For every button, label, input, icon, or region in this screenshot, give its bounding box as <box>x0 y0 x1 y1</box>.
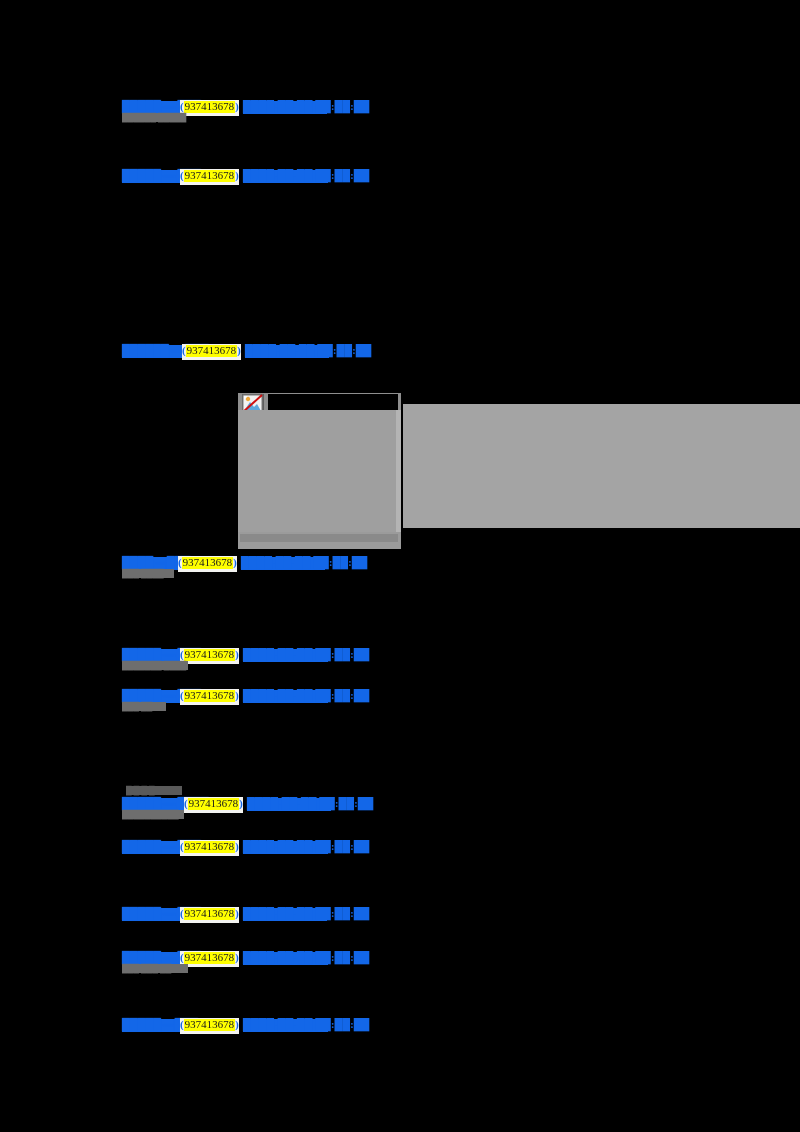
result-id-highlighted: 937413678 <box>183 649 236 661</box>
paren-close: ) <box>235 649 239 661</box>
result-id-field[interactable]: (937413678) <box>180 648 239 664</box>
paren-close: ) <box>235 690 239 702</box>
result-row[interactable]: █████ — ███(937413678)████-██-██ ██:██:█… <box>122 689 370 711</box>
paren-close: ) <box>235 101 239 113</box>
paren-open: ( <box>180 649 184 661</box>
result-timestamp: ████-██-██ ██:██:██ <box>246 798 374 811</box>
result-timestamp: ████-██-██ ██:██:██ <box>242 690 370 703</box>
result-row[interactable]: █████ — ███(937413678)████-██-██ ██:██:█… <box>122 907 370 923</box>
result-row[interactable]: █ █ █ ██████ — ████(937413678)████-██-██… <box>122 786 374 819</box>
result-id-field[interactable]: (937413678) <box>178 556 237 572</box>
result-id-field[interactable]: (937413678) <box>180 951 239 967</box>
paren-open: ( <box>180 1019 184 1031</box>
paren-open: ( <box>180 690 184 702</box>
result-id-field[interactable]: (937413678) <box>180 689 239 705</box>
result-title-link[interactable]: █████ —███ <box>122 1019 199 1032</box>
result-id-highlighted: 937413678 <box>187 798 240 810</box>
result-row[interactable]: ████ —███(937413678)████-██-██ ██:██:██ █… <box>122 556 368 578</box>
result-id-highlighted: 937413678 <box>183 908 236 920</box>
preview-body <box>238 410 401 532</box>
result-id-highlighted: 937413678 <box>183 170 236 182</box>
result-subtitle: ███ ████ <box>122 569 174 578</box>
result-id-highlighted: 937413678 <box>185 345 238 357</box>
result-row[interactable]: █████ — ███(937413678)████-██-██ ██:██:█… <box>122 648 370 670</box>
paren-open: ( <box>182 345 186 357</box>
result-subtitle: ███ ███ ██ <box>122 964 188 973</box>
result-timestamp: ████-██-██ ██:██:██ <box>242 170 370 183</box>
result-id-field[interactable]: (937413678) <box>180 100 239 116</box>
broken-image-icon <box>242 394 264 414</box>
paren-open: ( <box>180 170 184 182</box>
result-timestamp: ████-██-██ ██:██:██ <box>242 1019 370 1032</box>
result-timestamp: ████-██-██ ██:██:██ <box>242 908 370 921</box>
result-id-field[interactable]: (937413678) <box>184 797 243 813</box>
result-subtitle: ██████ █████ <box>122 113 187 122</box>
paren-close: ) <box>235 170 239 182</box>
result-id-highlighted: 937413678 <box>183 690 236 702</box>
paren-close: ) <box>235 1019 239 1031</box>
result-id-highlighted: 937413678 <box>181 557 234 569</box>
paren-close: ) <box>233 557 237 569</box>
paren-close: ) <box>235 908 239 920</box>
result-row[interactable]: █████ — ███(937413678)████-██-██ ██:██:█… <box>122 169 370 185</box>
preview-header <box>238 393 401 414</box>
result-title-link[interactable]: ████ —███ <box>122 557 191 570</box>
result-subtitle: ██████████ <box>122 810 184 819</box>
result-row[interactable]: █████ — ███(937413678)████-██-██ ██:██:█… <box>122 840 370 856</box>
row-marker: █ █ █ █ <box>126 786 182 795</box>
result-id-field[interactable]: (937413678) <box>180 907 239 923</box>
result-id-field[interactable]: (937413678) <box>182 344 241 360</box>
result-id-field[interactable]: (937413678) <box>180 1018 239 1034</box>
preview-horizontal-scrollbar[interactable] <box>240 534 398 542</box>
paren-open: ( <box>180 952 184 964</box>
content-gray-panel <box>403 404 800 528</box>
result-id-field[interactable]: (937413678) <box>180 169 239 185</box>
result-row[interactable]: █████ —███(937413678)████-██-██ ██:██:██ <box>122 1018 370 1034</box>
result-title-link[interactable]: ██████ — ███ <box>122 345 209 358</box>
result-title-link[interactable]: █████ — ███ <box>122 841 201 854</box>
result-subtitle: ███████ ████ <box>122 661 188 670</box>
result-id-highlighted: 937413678 <box>183 101 236 113</box>
paren-open: ( <box>180 841 184 853</box>
result-timestamp: ████-██-██ ██:██:██ <box>242 952 370 965</box>
preview-title-bar <box>268 394 398 410</box>
paren-close: ) <box>237 345 241 357</box>
preview-vertical-scrollbar[interactable] <box>396 410 401 532</box>
result-timestamp: ████-██-██ ██:██:██ <box>242 841 370 854</box>
result-timestamp: ████-██-██ ██:██:██ <box>242 649 370 662</box>
result-title-link[interactable]: █████ — ███ <box>122 170 201 183</box>
result-row[interactable]: ██████ — ███(937413678)████-██-██ ██:██:… <box>122 344 372 360</box>
result-timestamp: ████-██-██ ██:██:██ <box>242 101 370 114</box>
result-row[interactable]: █████ — ███(937413678)████-██-██ ██:██:█… <box>122 951 370 973</box>
result-title-link[interactable]: █████ — ███ <box>122 908 201 921</box>
image-preview-panel[interactable] <box>238 393 401 549</box>
result-id-field[interactable]: (937413678) <box>180 840 239 856</box>
result-row[interactable]: █████ — ███(937413678)████-██-██ ██:██:█… <box>122 100 370 122</box>
result-subtitle: ███ ██ <box>122 702 166 711</box>
result-id-highlighted: 937413678 <box>183 1019 236 1031</box>
result-timestamp: ████-██-██ ██:██:██ <box>244 345 372 358</box>
result-timestamp: ████-██-██ ██:██:██ <box>240 557 368 570</box>
paren-close: ) <box>235 952 239 964</box>
paren-open: ( <box>184 798 188 810</box>
result-id-highlighted: 937413678 <box>183 841 236 853</box>
paren-open: ( <box>180 101 184 113</box>
paren-close: ) <box>235 841 239 853</box>
paren-open: ( <box>180 908 184 920</box>
result-id-highlighted: 937413678 <box>183 952 236 964</box>
paren-open: ( <box>178 557 182 569</box>
paren-close: ) <box>239 798 243 810</box>
